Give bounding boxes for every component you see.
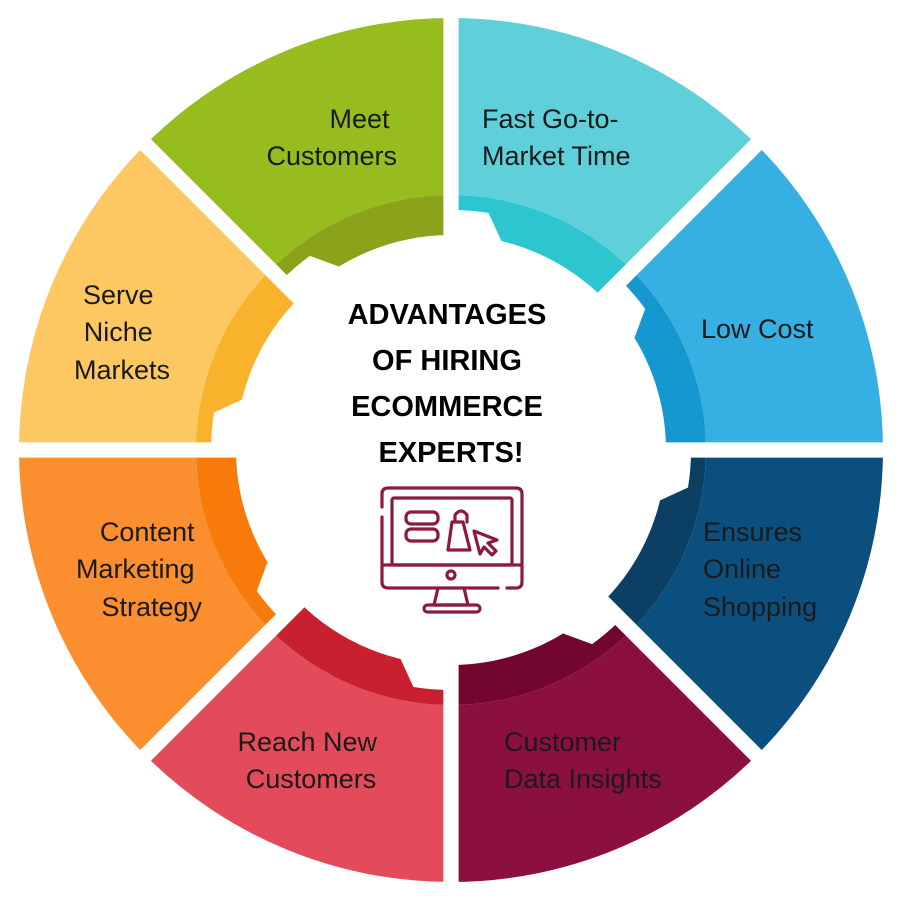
segment-label-meet-customers: Meet Customers (266, 104, 397, 171)
center-title: ADVANTAGES OF HIRING ECOMMERCE EXPERTS! (348, 299, 555, 469)
segment-inner-band (451, 195, 632, 302)
segment-label-serve-niche-markets: Serve Niche Markets (74, 280, 170, 385)
segment-outer (631, 144, 883, 450)
segment-label-content-marketing-strategy: Content Marketing Strategy (76, 517, 203, 622)
segment-label-customer-data-insights: Customer Data Insights (504, 727, 662, 794)
segment-serve-niche-markets (19, 144, 303, 450)
segment-reach-new-customers (145, 598, 451, 882)
segment-outer (145, 18, 451, 270)
segment-label-ensures-online-shopping: Ensures Online Shopping (703, 517, 817, 622)
segment-outer (18, 450, 271, 756)
segment-outer (19, 144, 271, 450)
segment-outer (631, 450, 883, 756)
segment-outer (451, 18, 757, 270)
segment-ensures-online-shopping (599, 450, 883, 756)
segment-outer (145, 630, 451, 882)
segment-fast-go-to-market (451, 18, 757, 302)
segment-label-reach-new-customers: Reach New Customers (237, 727, 384, 794)
center-circle (236, 235, 666, 665)
segment-label-fast-go-to-market: Fast Go-to- Market Time (482, 104, 631, 171)
segment-inner-band (270, 598, 451, 705)
segment-inner-band (599, 450, 706, 631)
segment-inner-band (196, 269, 303, 450)
segment-outer (451, 630, 757, 882)
ecommerce-monitor-icon (380, 486, 524, 614)
segment-label-low-cost: Low Cost (701, 314, 814, 344)
